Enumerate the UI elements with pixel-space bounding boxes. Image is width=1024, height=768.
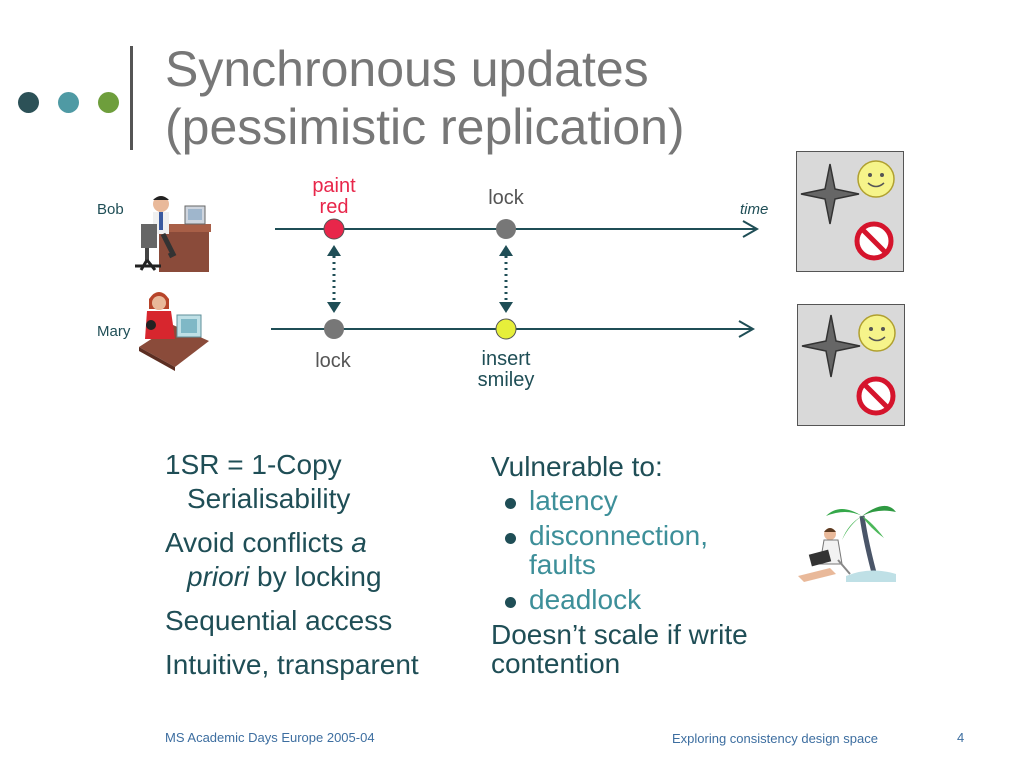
mary-label: Mary	[97, 323, 131, 340]
bob-state-box	[796, 151, 904, 272]
mary-timeline-arrowhead	[738, 320, 756, 338]
bullet-1sr-text: 1SR = 1-Copy	[165, 449, 342, 480]
lock-label-bottom: lock	[315, 350, 351, 372]
bob-label: Bob	[97, 201, 124, 218]
insert-smiley-label: insert smiley	[456, 349, 556, 391]
dot-teal-icon	[58, 92, 79, 113]
four-point-star-icon	[801, 314, 861, 378]
bullet-avoid-conflicts: Avoid conflicts a priori by locking	[165, 526, 485, 594]
vuln-disconnection-text: disconnection,	[529, 520, 709, 551]
title-divider	[130, 46, 133, 150]
paint-red-label-line-2: red	[319, 196, 349, 218]
slide-title: Synchronous updates (pessimistic replica…	[165, 40, 865, 156]
lock-event-mary	[324, 319, 344, 339]
smiley-face-icon	[857, 160, 895, 198]
right-bullet-block: Vulnerable to: latency disconnection, fa…	[491, 450, 811, 678]
lock-event-bob	[496, 219, 516, 239]
vuln-latency-text: latency	[529, 485, 618, 516]
no-entry-icon	[856, 376, 896, 416]
vuln-deadlock: deadlock	[491, 585, 811, 614]
insert-smiley-label-line-1: insert	[481, 348, 531, 370]
vuln-disconnection: disconnection, faults	[491, 521, 811, 579]
bullet-avoid-cont: by locking	[257, 561, 382, 592]
title-line-1: Synchronous updates	[165, 41, 649, 97]
replication-diagram	[271, 218, 760, 340]
bullet-sequential: Sequential access	[165, 604, 485, 638]
bullet-1sr-cont: Serialisability	[187, 483, 351, 514]
sync-arrow-right	[499, 245, 513, 313]
insert-smiley-label-line-2: smiley	[477, 369, 535, 391]
bullet-avoid-em: a	[351, 527, 367, 558]
bullet-1sr: 1SR = 1-Copy Serialisability	[165, 448, 485, 516]
scale-note: Doesn’t scale if write contention	[491, 620, 811, 678]
vuln-deadlock-text: deadlock	[529, 584, 642, 615]
title-bullet-dots	[18, 92, 128, 118]
mary-state-box	[797, 304, 905, 426]
left-bullet-list: 1SR = 1-Copy Serialisability Avoid confl…	[165, 448, 485, 692]
bullet-dot-icon	[505, 597, 516, 608]
vuln-latency: latency	[491, 486, 811, 515]
vuln-faults-text: faults	[529, 549, 596, 580]
paint-red-event	[323, 218, 345, 240]
dot-green-icon	[98, 92, 119, 113]
paint-red-label: paint red	[294, 176, 374, 218]
smiley-face-icon	[858, 314, 896, 352]
bullet-avoid-text: Avoid conflicts	[165, 527, 344, 558]
bullet-sequential-text: Sequential access	[165, 605, 393, 636]
person-at-desk-icon	[135, 196, 211, 272]
insert-smiley-event	[495, 318, 517, 340]
page-number: 4	[957, 730, 965, 745]
lock-label-top: lock	[488, 187, 524, 209]
no-entry-icon	[854, 221, 894, 261]
four-point-star-icon	[800, 163, 860, 225]
time-label: time	[740, 201, 769, 218]
scale-note-line-1: Doesn’t scale if write	[491, 619, 748, 650]
beach-laptop-icon	[798, 505, 896, 582]
bullet-avoid-priori: priori	[187, 561, 250, 592]
footer-center: Exploring consistency design space	[672, 731, 878, 746]
bullet-dot-icon	[505, 498, 516, 509]
dot-dark-icon	[18, 92, 39, 113]
bullet-intuitive-text: Intuitive, transparent	[165, 649, 419, 680]
bullet-intuitive: Intuitive, transparent	[165, 648, 485, 682]
footer-left: MS Academic Days Europe 2005-04	[165, 730, 375, 745]
vulnerable-heading: Vulnerable to:	[491, 451, 663, 482]
sync-arrow-left	[327, 245, 341, 313]
bullet-dot-icon	[505, 533, 516, 544]
woman-at-computer-icon	[139, 292, 209, 371]
paint-red-label-line-1: paint	[312, 175, 356, 197]
scale-note-line-2: contention	[491, 648, 621, 679]
title-line-2: (pessimistic replication)	[165, 99, 685, 155]
bob-timeline-arrowhead	[742, 220, 760, 238]
